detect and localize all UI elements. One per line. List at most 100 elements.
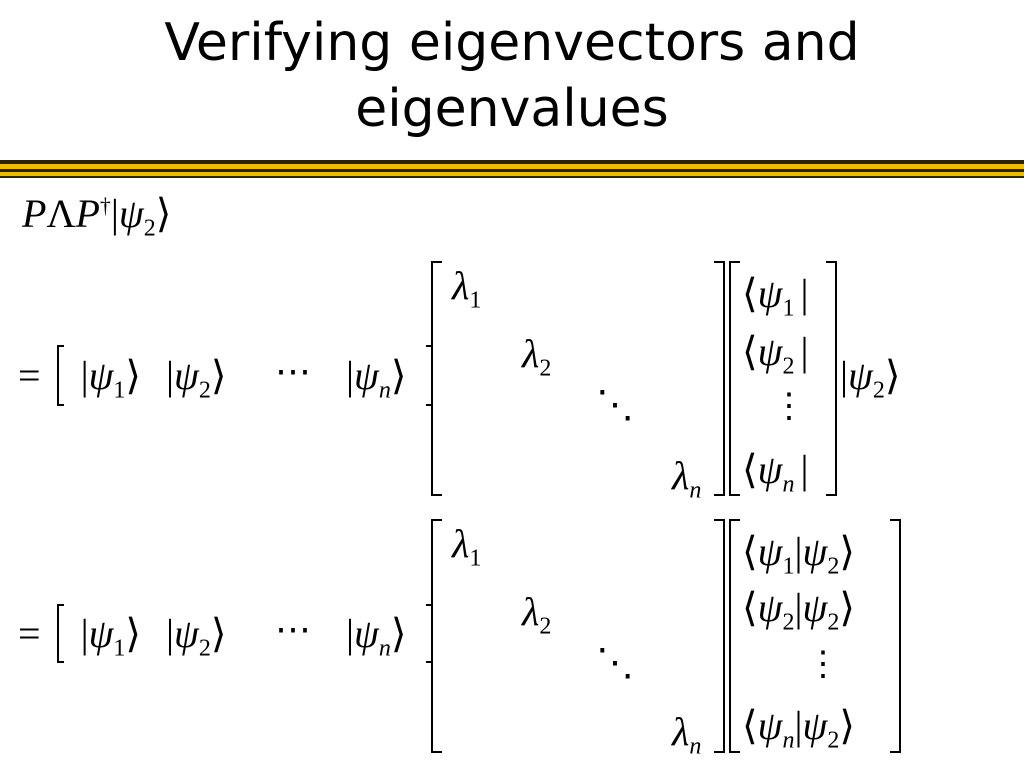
subscript-2: 2 [539,355,552,382]
subscript-2: 2 [827,553,840,580]
symbol-psi: ψ [802,585,828,630]
symbol-lambda: λ [452,263,470,308]
symbol-bar: | [800,329,809,374]
subscript-1: 1 [469,545,482,572]
ket-psi2: |ψ2⟩ [166,352,226,404]
subscript-2: 2 [872,377,885,404]
symbol-rangle: ⟩ [210,353,227,398]
subscript-n: n [782,471,795,498]
lambda-1: λ1 [452,262,481,314]
subscript-2: 2 [539,613,552,640]
subscript-1: 1 [113,635,126,662]
subscript-1: 1 [113,377,126,404]
lambda-n: λn [672,452,701,504]
symbol-rangle: ⟩ [839,529,855,574]
subscript-1: 1 [782,295,795,322]
symbol-psi: ψ [88,611,114,656]
symbol-rangle: ⟩ [390,353,407,398]
symbol-psi: ψ [757,329,783,374]
bra-psi1: ⟨ψ1| [742,270,808,322]
lambda-n: λn [672,708,701,760]
symbol-langle: ⟨ [742,447,758,492]
ddots: ⋱ [596,384,634,426]
subscript-n: n [378,635,391,662]
symbol-psi: ψ [174,611,199,656]
symbol-rangle: ⟩ [839,585,855,630]
symbol-rangle: ⟩ [125,611,142,656]
equals-sign: = [18,353,41,398]
symbol-psi: ψ [174,353,199,398]
subscript-2: 2 [827,609,840,636]
symbol-langle: ⟨ [742,585,758,630]
subscript-n: n [378,377,391,404]
subscript-n: n [689,477,702,504]
symbol-bar: | [794,585,803,630]
symbol-rangle: ⟩ [210,611,227,656]
symbol-lambda: λ [672,709,690,754]
symbol-bar: | [80,353,89,398]
symbol-lambda: λ [452,521,470,566]
symbol-bar: | [794,529,803,574]
vdots: ⋮ [806,646,840,683]
symbol-psi: ψ [354,611,379,656]
subscript-2: 2 [198,635,211,662]
ddots: ⋱ [596,642,634,684]
symbol-psi: ψ [802,703,828,748]
symbol-psi: ψ [88,353,114,398]
inner-product-2-2: ⟨ψ2|ψ2⟩ [742,584,855,636]
symbol-Lambda: Λ [46,191,76,236]
inner-product-1-2: ⟨ψ1|ψ2⟩ [742,528,855,580]
symbol-bar: | [80,611,89,656]
equals-sign: = [18,611,41,656]
symbol-P: P [22,191,47,236]
symbol-lambda: λ [522,589,540,634]
symbol-dagger: † [99,193,111,218]
symbol-langle: ⟨ [742,529,758,574]
row-vector-2: = |ψ1⟩ [18,610,141,662]
symbol-psi: ψ [354,353,379,398]
lambda-1: λ1 [452,520,481,572]
ket-psi2: |ψ2⟩ [166,610,226,662]
symbol-rangle: ⟩ [884,353,901,398]
symbol-bar: | [794,703,803,748]
ket-psin: |ψn⟩ [346,610,406,662]
subscript-n: n [782,727,795,754]
subscript-2: 2 [782,609,795,636]
symbol-langle: ⟨ [742,271,758,316]
lambda-2: λ2 [522,588,551,640]
symbol-bar: | [346,611,355,656]
cdots: ⋯ [275,351,311,391]
subscript-2: 2 [198,377,211,404]
symbol-bar: | [166,353,175,398]
lambda-2: λ2 [522,330,551,382]
symbol-bar: | [840,353,849,398]
symbol-rangle: ⟩ [125,353,142,398]
ket-psi2-right: |ψ2⟩ [840,352,900,404]
slide-title: Verifying eigenvectors and eigenvalues [0,0,1024,150]
cdots: ⋯ [275,609,311,649]
symbol-psi: ψ [757,447,783,492]
title-line-2: eigenvalues [355,79,669,139]
symbol-bar: | [166,611,175,656]
subscript-2: 2 [827,727,840,754]
subscript-n: n [689,733,702,760]
symbol-psi: ψ [118,191,144,236]
symbol-bar: | [800,271,809,316]
symbol-rangle: ⟩ [839,703,855,748]
symbol-langle: ⟨ [742,329,758,374]
vdots: ⋮ [772,388,806,425]
subscript-2: 2 [782,353,795,380]
subscript-1: 1 [469,287,482,314]
subscript-2: 2 [143,215,156,242]
symbol-psi: ψ [757,529,783,574]
symbol-lambda: λ [522,331,540,376]
symbol-psi: ψ [802,529,828,574]
ket-psin: |ψn⟩ [346,352,406,404]
symbol-psi: ψ [757,703,783,748]
symbol-bar: | [110,191,119,236]
symbol-rangle: ⟩ [390,611,407,656]
symbol-lambda: λ [672,453,690,498]
symbol-rangle: ⟩ [155,191,172,236]
symbol-psi: ψ [848,353,873,398]
